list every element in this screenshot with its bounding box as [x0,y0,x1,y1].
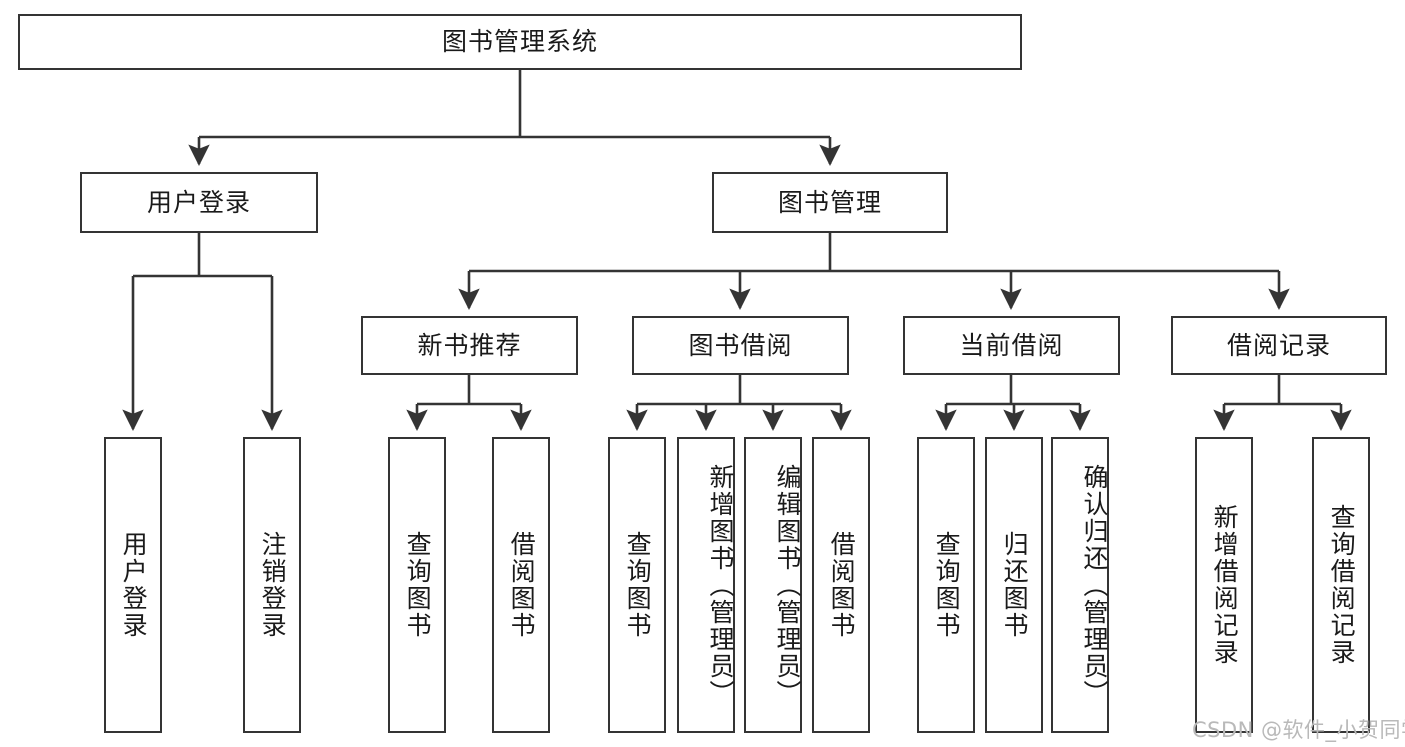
node-book-borrow[interactable]: 图书借阅 [632,316,849,375]
leaf-query-borrow-record[interactable]: 查询借阅记录 [1312,437,1370,733]
leaf-confirm-return-admin[interactable]: 确认归还（管理员） [1051,437,1109,733]
node-label: 确认归还（管理员） [1080,463,1109,707]
node-current-borrow[interactable]: 当前借阅 [903,316,1120,375]
leaf-logout[interactable]: 注销登录 [243,437,301,733]
node-label: 注销登录 [258,531,288,639]
node-label: 图书管理 [777,187,882,217]
node-label: 新书推荐 [417,330,522,360]
node-label: 图书借阅 [688,330,793,360]
node-label: 查询借阅记录 [1327,504,1357,666]
node-label: 查询图书 [932,531,962,639]
node-label: 归还图书 [1000,531,1030,639]
leaf-user-login[interactable]: 用户登录 [104,437,162,733]
leaf-query-book-recommend[interactable]: 查询图书 [388,437,446,733]
csdn-watermark: CSDN @软件_小贺同学 [1192,718,1405,742]
node-label: 用户登录 [119,531,149,639]
node-label: 用户登录 [146,187,251,217]
leaf-add-borrow-record[interactable]: 新增借阅记录 [1195,437,1253,733]
node-label: 编辑图书（管理员） [773,463,802,707]
node-label: 借阅图书 [827,531,857,639]
leaf-borrow-book-recommend[interactable]: 借阅图书 [492,437,550,733]
node-user-login[interactable]: 用户登录 [80,172,318,233]
node-book-management-system[interactable]: 图书管理系统 [18,14,1022,70]
leaf-query-book-borrow[interactable]: 查询图书 [608,437,666,733]
leaf-add-book-admin[interactable]: 新增图书（管理员） [677,437,735,733]
leaf-return-book[interactable]: 归还图书 [985,437,1043,733]
node-label: 图书管理系统 [441,27,598,56]
node-label: 查询图书 [623,531,653,639]
node-new-book-recommend[interactable]: 新书推荐 [361,316,578,375]
node-label: 新增图书（管理员） [706,463,735,707]
node-label: 借阅图书 [507,531,537,639]
node-borrow-record[interactable]: 借阅记录 [1171,316,1387,375]
node-label: 当前借阅 [959,330,1064,360]
node-book-management[interactable]: 图书管理 [712,172,948,233]
leaf-borrow-book[interactable]: 借阅图书 [812,437,870,733]
node-label: 查询图书 [403,531,433,639]
leaf-edit-book-admin[interactable]: 编辑图书（管理员） [744,437,802,733]
node-label: 新增借阅记录 [1210,504,1240,666]
node-label: 借阅记录 [1226,330,1331,360]
leaf-query-book-current[interactable]: 查询图书 [917,437,975,733]
